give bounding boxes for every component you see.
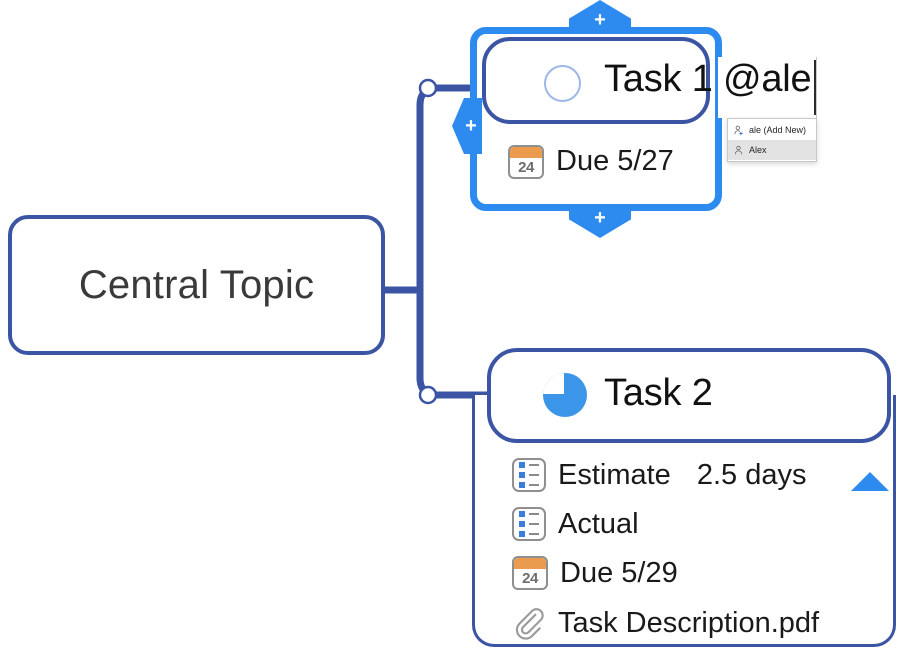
mention-autocomplete-dropdown[interactable]: ale (Add New) Alex bbox=[727, 118, 817, 162]
task2-due-row[interactable]: 24 Due 5/29 bbox=[512, 553, 678, 593]
task2-due-label: Due 5/29 bbox=[560, 556, 678, 589]
central-topic-node[interactable]: Central Topic bbox=[8, 215, 385, 355]
calendar-day-number: 24 bbox=[518, 158, 534, 176]
calendar-header-band bbox=[514, 558, 546, 569]
calendar-day-number: 24 bbox=[522, 570, 538, 587]
person-icon bbox=[734, 145, 743, 154]
add-sibling-below-handle[interactable]: + bbox=[569, 208, 631, 238]
task2-estimate-row[interactable]: Estimate 2.5 days bbox=[512, 455, 806, 495]
task1-title-text[interactable]: Task 1 @ale bbox=[604, 58, 812, 100]
collapse-knob-task2[interactable] bbox=[418, 385, 438, 405]
text-caret bbox=[814, 60, 816, 115]
task2-actual-row[interactable]: Actual bbox=[512, 504, 665, 544]
collapse-knob-task1[interactable] bbox=[418, 78, 438, 98]
task1-due-label: Due 5/27 bbox=[556, 145, 674, 177]
task2-estimate-label: Estimate bbox=[558, 458, 671, 491]
pie-chart-icon[interactable] bbox=[543, 373, 587, 417]
task2-attachment-label[interactable]: Task Description.pdf bbox=[558, 606, 820, 639]
progress-ring-empty-icon[interactable] bbox=[544, 65, 581, 102]
attachment-icon bbox=[515, 608, 544, 640]
calendar-icon: 24 bbox=[512, 556, 548, 590]
task2-title-text[interactable]: Task 2 bbox=[604, 372, 713, 414]
autocomplete-item-label: Alex bbox=[749, 145, 767, 155]
list-icon bbox=[512, 507, 546, 541]
task2-estimate-value[interactable]: 2.5 days bbox=[696, 458, 807, 491]
add-sibling-above-handle[interactable]: + bbox=[569, 0, 631, 30]
calendar-icon: 24 bbox=[508, 144, 544, 179]
add-parent-handle[interactable]: + bbox=[452, 98, 482, 154]
autocomplete-item-alex[interactable]: Alex bbox=[728, 140, 816, 160]
task1-text-input[interactable] bbox=[718, 57, 817, 118]
autocomplete-item-label: ale (Add New) bbox=[749, 125, 807, 135]
central-topic-label: Central Topic bbox=[78, 262, 315, 307]
autocomplete-item-add-new[interactable]: ale (Add New) bbox=[728, 120, 816, 140]
person-add-icon bbox=[734, 125, 743, 135]
task1-due-row[interactable]: 24 Due 5/27 bbox=[482, 124, 710, 199]
task2-actual-label: Actual bbox=[558, 507, 639, 540]
calendar-header-band bbox=[510, 146, 542, 158]
task2-attachment-row[interactable]: Task Description.pdf bbox=[512, 603, 819, 643]
task1-node[interactable] bbox=[482, 37, 710, 124]
triangle-up-icon[interactable] bbox=[851, 472, 889, 491]
list-icon bbox=[512, 458, 546, 492]
